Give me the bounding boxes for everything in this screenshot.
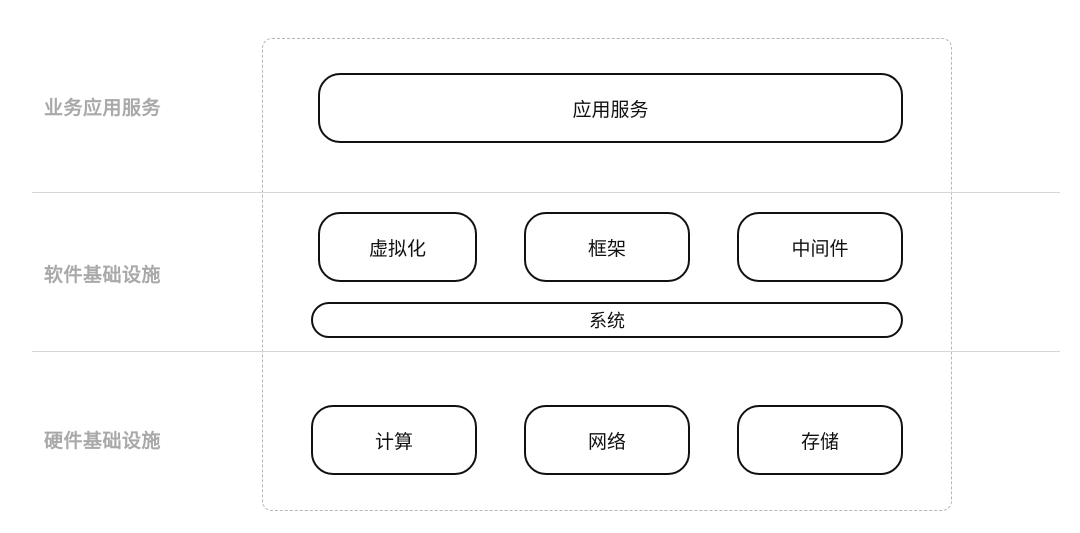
- layer-label-software: 软件基础设施: [44, 264, 162, 286]
- layer-divider-top: [32, 192, 1060, 193]
- system-bar: 系统: [311, 302, 903, 338]
- middleware-box: 中间件: [737, 212, 903, 282]
- network-box: 网络: [524, 405, 690, 475]
- app-service-box: 应用服务: [318, 73, 903, 143]
- compute-box: 计算: [311, 405, 477, 475]
- layer-label-hardware: 硬件基础设施: [44, 430, 162, 452]
- framework-box: 框架: [524, 212, 690, 282]
- architecture-frame: [262, 38, 952, 511]
- layer-divider-bottom: [32, 351, 1060, 352]
- layer-label-business: 业务应用服务: [44, 97, 162, 119]
- storage-box: 存储: [737, 405, 903, 475]
- virtualization-box: 虚拟化: [318, 212, 477, 282]
